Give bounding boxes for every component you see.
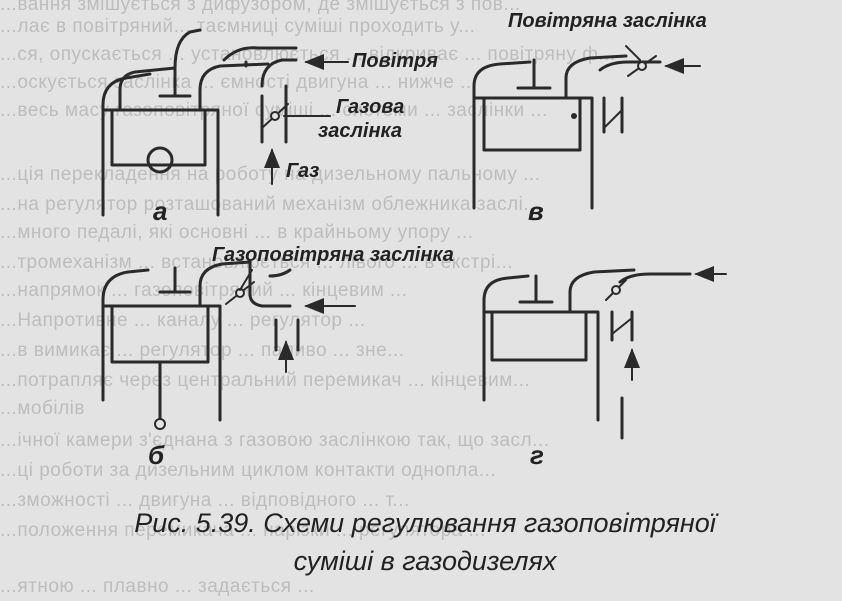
bg-text-line: ...ці роботи за дизельним циклом контакт… [0, 460, 497, 481]
channel-air [598, 60, 662, 72]
piston [490, 310, 588, 362]
label-gas-throttle-2: заслінка [318, 120, 403, 142]
gas-throttle-plate [603, 109, 623, 129]
scheme-a [101, 28, 349, 217]
figure-caption-line1: Рис. 5.39. Схеми регулювання газоповітря… [134, 508, 716, 538]
label-air-throttle: Повітряна заслінка [508, 10, 707, 32]
mixing-chamber [248, 260, 292, 308]
leader-line [239, 269, 253, 291]
bg-text-line: ...зможності ... двигуна ... відповідног… [0, 490, 410, 511]
throttle-axis [611, 285, 621, 295]
mixer-body [268, 268, 292, 278]
label-gas-throttle-1: Газова [336, 96, 405, 118]
panel-letter-g: г [530, 440, 544, 470]
scheme-b [101, 260, 356, 430]
gas-throttle-axis [270, 111, 280, 121]
cylinder-head [101, 304, 222, 422]
label-gas: Газ [286, 160, 320, 182]
channel-top-left [173, 28, 202, 70]
cylinder-left-wall [472, 60, 532, 210]
panel-letter-v: в [528, 196, 544, 226]
cylinder-head [482, 310, 600, 422]
valve-dot [571, 113, 577, 119]
bg-text-line: ...тромеханізм ... встановлюється ... лі… [0, 252, 514, 273]
bg-text-line: ...мобілів [0, 398, 85, 419]
cylinder-left-wall [101, 268, 150, 402]
label-air: Повітря [352, 50, 439, 72]
label-mixture-throttle: Газоповітряна заслінка [212, 244, 454, 266]
bg-text-line: ...ічної камери з'єднана з газовою заслі… [0, 430, 550, 451]
figure-caption-line2: суміші в газодизелях [293, 546, 557, 576]
intake-valve [516, 58, 552, 90]
bg-text-line: ...весь масу газоповітряної суміші ... с… [0, 100, 548, 121]
channel-air [618, 272, 692, 284]
cylinder-left-wall [101, 72, 152, 217]
intake-valve [518, 274, 554, 304]
bg-text-line: ...в вимикає ... регулятор ... паливо ..… [0, 340, 405, 361]
bg-text-line: ...лає в повітряний... таємниці суміші п… [0, 16, 476, 37]
bg-text-line: ...положення перемикача ... нарізки ... … [0, 520, 486, 541]
cylinder-left-wall [482, 274, 530, 402]
gas-channel-right [260, 58, 298, 88]
bg-text-line: ...ція перекладення на роботу на дизельн… [0, 164, 541, 185]
gas-throttle-plate [611, 317, 633, 335]
piston-pin [146, 146, 174, 174]
panel-letter-b: б [148, 440, 165, 470]
bg-text-line: ...потрапляє через центральний перемикач… [0, 370, 531, 391]
bg-text-line: ...вання змішується з дифузором, де зміш… [0, 0, 521, 15]
intake-port-left [118, 66, 177, 112]
bg-text-line: ...ятною ... плавно ... задається ... [0, 576, 315, 597]
intake-valve [158, 266, 192, 294]
air-throttle-axis [637, 61, 647, 71]
intake-port [198, 260, 252, 308]
scheme-v [472, 45, 701, 210]
piston [110, 108, 207, 167]
bg-text-line: ...много педалі, які основні ... в крайн… [0, 222, 474, 243]
piston [482, 96, 582, 152]
intake-port [564, 54, 628, 100]
intake-port [568, 268, 636, 314]
crank-pin [154, 418, 166, 430]
piston [110, 304, 210, 364]
gas-pipe [274, 318, 300, 352]
panel-letter-a: а [153, 196, 168, 226]
gas-pipe [602, 96, 624, 134]
bg-text-line: ...на регулятор розташований механізм об… [0, 194, 541, 215]
air-channel [222, 46, 298, 62]
intake-port-right [198, 62, 270, 112]
bg-text-line: ...Напротивне ... каналу ... регулятор .… [0, 310, 366, 331]
leader-line [625, 45, 641, 61]
scheme-g [482, 266, 727, 440]
gas-pipe [610, 310, 634, 342]
cylinder-head [101, 108, 220, 217]
cylinder-head [472, 96, 594, 210]
